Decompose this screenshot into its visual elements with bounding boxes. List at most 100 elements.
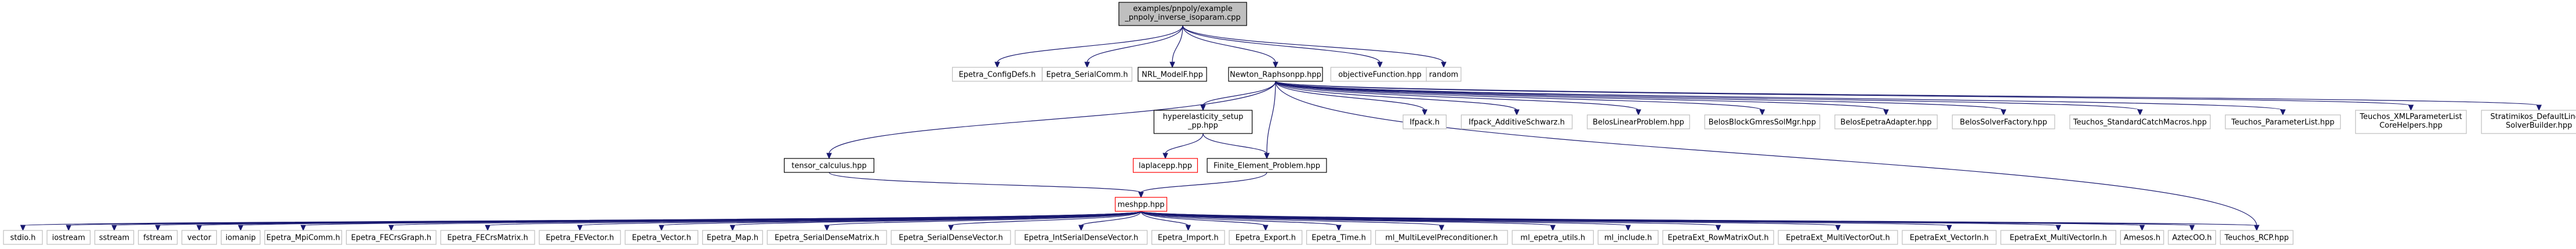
node-label: Finite_Element_Problem.hpp (1213, 162, 1320, 171)
node-label: Epetra_Export.h (1236, 234, 1296, 243)
node-root[interactable]: examples/pnpoly/example_pnpoly_inverse_i… (1118, 2, 1247, 26)
arrowhead (824, 225, 830, 232)
arrowhead (1162, 153, 1168, 160)
node-box (1306, 230, 1372, 245)
node-box (539, 230, 621, 245)
arrowhead (66, 225, 72, 232)
node-box (1114, 197, 1168, 212)
node-hyper[interactable]: hyperelasticity_setup_pp.hpp (1153, 110, 1253, 134)
node-label: Newton_Raphsonpp.hpp (1230, 71, 1321, 80)
node-nrl[interactable]: NRL_ModelF.hpp (1138, 67, 1207, 82)
arrowhead (1336, 225, 1342, 232)
edge-root-nrl (1172, 25, 1183, 63)
node-label: ml_include.h (1604, 234, 1652, 243)
arrowhead (1946, 225, 1952, 232)
node-label: Teuchos_ParameterList.hpp (2231, 118, 2335, 127)
node-label: Teuchos_RCP.hpp (2224, 234, 2289, 243)
node-box (1015, 230, 1148, 245)
graph-edges (20, 25, 2542, 232)
node-box (1229, 230, 1303, 245)
node-label: Epetra_Time.h (1311, 234, 1366, 243)
node-label: Epetra_Import.h (1158, 234, 1219, 243)
node-box (220, 230, 261, 245)
node-box (891, 230, 1011, 245)
node-paramlist: Teuchos_ParameterList.hpp (2225, 114, 2341, 129)
node-mvin: EpetraExt_MultiVectorIn.h (2000, 230, 2116, 245)
node-label: Stratimikos_DefaultLinear (2490, 113, 2576, 121)
node-finite[interactable]: Finite_Element_Problem.hpp (1207, 158, 1327, 173)
node-objective: objectiveFunction.hpp (1330, 67, 1430, 82)
node-label: SolverBuilder.hpp (2506, 121, 2573, 130)
edge-newton-stratimikos (1275, 81, 2539, 106)
arrowhead (729, 225, 736, 232)
node-time: Epetra_Time.h (1306, 230, 1372, 245)
node-box (1512, 230, 1594, 245)
node-belosfactory: BelosSolverFactory.hpp (1952, 114, 2055, 129)
edge-newton-rcp (1275, 81, 2257, 226)
edge-newton-ifpack (1275, 81, 1425, 111)
node-evector: Epetra_Vector.h (624, 230, 699, 245)
edge-newton-finite (1266, 81, 1276, 154)
node-box (702, 230, 763, 245)
node-box (264, 230, 343, 245)
arrowhead (1078, 225, 1084, 232)
node-label: BelosSolverFactory.hpp (1960, 118, 2047, 127)
node-box (1403, 114, 1447, 129)
edge-hyper-laplacepp (1165, 133, 1204, 154)
node-box (1834, 114, 1938, 129)
arrowhead (2139, 225, 2145, 232)
node-box (181, 230, 217, 245)
node-label: Epetra_ConfigDefs.h (959, 71, 1036, 80)
node-label: Teuchos_StandardCatchMacros.hpp (2073, 118, 2207, 127)
edge-tensor-meshpp (829, 172, 1142, 193)
arrowhead (1636, 109, 1641, 116)
arrowhead (1138, 192, 1144, 199)
node-label: iostream (52, 234, 85, 243)
node-label: laplacepp.hpp (1139, 162, 1192, 171)
node-box (1138, 67, 1207, 82)
edge-newton-belosprob (1275, 81, 1639, 111)
node-label: Epetra_FECrsMatrix.h (447, 234, 528, 243)
edge-meshpp-rcp (1140, 211, 2257, 226)
edge-newton-paramlist (1275, 81, 2284, 111)
arrowhead (948, 225, 954, 232)
arrowhead (1200, 104, 1206, 111)
node-label: tensor_calculus.hpp (791, 162, 867, 171)
node-ifpackadd: Ifpack_AdditiveSchwarz.h (1460, 114, 1573, 129)
arrowhead (1438, 225, 1445, 232)
arrowhead (1625, 225, 1631, 232)
node-box (138, 230, 178, 245)
node-tensor[interactable]: tensor_calculus.hpp (784, 158, 874, 173)
node-box (1952, 114, 2055, 129)
node-fstream: fstream (138, 230, 178, 245)
arrowhead (20, 225, 26, 232)
edge-newton-tensor (829, 81, 1276, 154)
node-iomanip: iomanip (220, 230, 261, 245)
arrowhead (1422, 109, 1427, 116)
node-label: examples/pnpoly/example (1133, 5, 1232, 13)
node-label: Epetra_FEVector.h (546, 234, 614, 243)
node-newton[interactable]: Newton_Raphsonpp.hpp (1228, 67, 1323, 82)
node-random: random (1426, 67, 1462, 82)
node-label: sstream (99, 234, 129, 243)
arrowhead (1715, 225, 1721, 232)
node-label: Epetra_MpiComm.h (266, 234, 340, 243)
arrowhead (2000, 109, 2007, 116)
node-meshpp: meshpp.hpp (1114, 197, 1168, 212)
arrowhead (2408, 104, 2414, 111)
node-label: Teuchos_XMLParameterList (2359, 113, 2462, 121)
edge-meshpp-mlprec (1140, 211, 1442, 226)
node-label: Epetra_Vector.h (632, 234, 691, 243)
node-mlprec: ml_MultiLevelPreconditioner.h (1375, 230, 1508, 245)
arrowhead (1273, 62, 1278, 68)
edge-meshpp-mlutils (1140, 211, 1553, 226)
node-box (1662, 230, 1774, 245)
edge-root-serialcomm (1087, 25, 1183, 63)
arrowhead (659, 225, 664, 232)
node-box (624, 230, 699, 245)
edge-meshpp-isdvector (1081, 211, 1142, 226)
node-sstream: sstream (94, 230, 135, 245)
node-box (1207, 158, 1327, 173)
node-vector: vector (181, 230, 217, 245)
